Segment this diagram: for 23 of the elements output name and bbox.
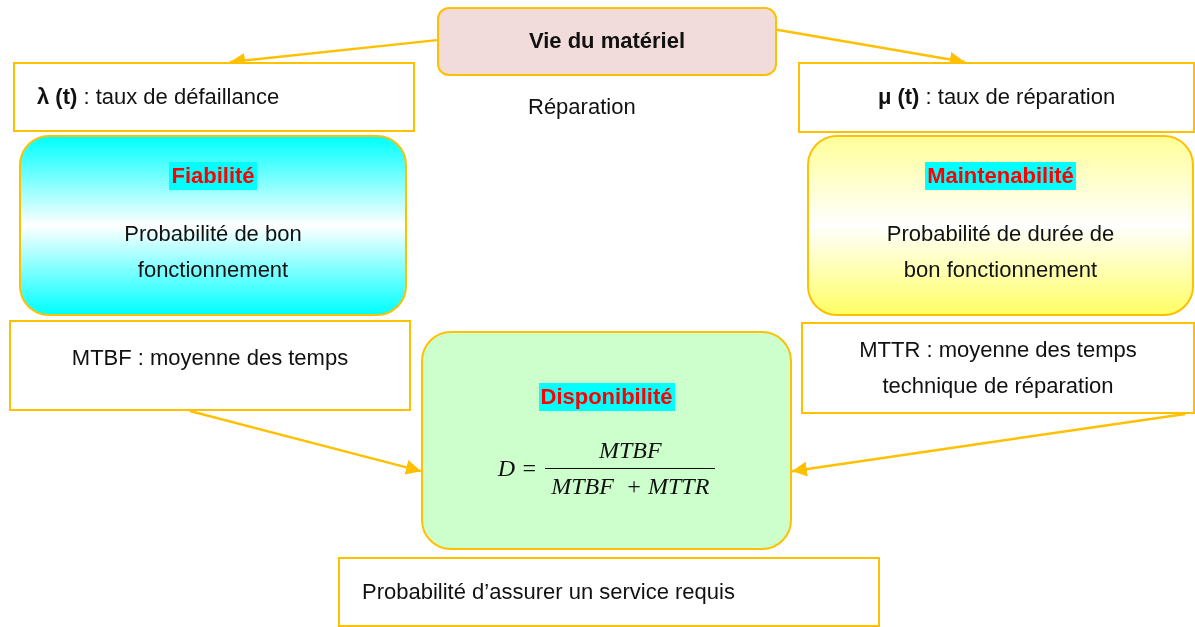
title-box — [437, 7, 777, 76]
heading: Fiabilité — [169, 162, 257, 190]
mtbf-box — [9, 320, 411, 411]
availability-box — [421, 331, 792, 550]
heading: Disponibilité — [538, 383, 675, 411]
box-text: MTTR : moyenne des temps technique de réparation — [858, 335, 1138, 400]
description: Probabilité de durée de bon fonctionnement — [885, 219, 1116, 285]
reliability-box — [19, 135, 407, 316]
heading: Maintenabilité — [925, 162, 1076, 190]
box-text: MTBF : moyenne des temps — [71, 344, 349, 372]
label-text: Réparation — [528, 94, 636, 120]
box-text: Probabilité d’assurer un service requis — [362, 577, 735, 606]
definition-box — [338, 557, 880, 627]
mttr-box — [801, 322, 1195, 414]
arrow — [791, 412, 1186, 477]
description: Probabilité de bon fonctionnement — [123, 219, 303, 285]
rate-box — [798, 62, 1195, 133]
box-text: Vie du matériel — [528, 27, 686, 56]
box-text: λ (t) : taux de défaillance — [37, 82, 280, 111]
box-text: μ (t) : taux de réparation — [877, 83, 1116, 112]
rate-box — [13, 62, 415, 132]
maintainability-box — [807, 135, 1194, 316]
arrow — [189, 409, 422, 475]
